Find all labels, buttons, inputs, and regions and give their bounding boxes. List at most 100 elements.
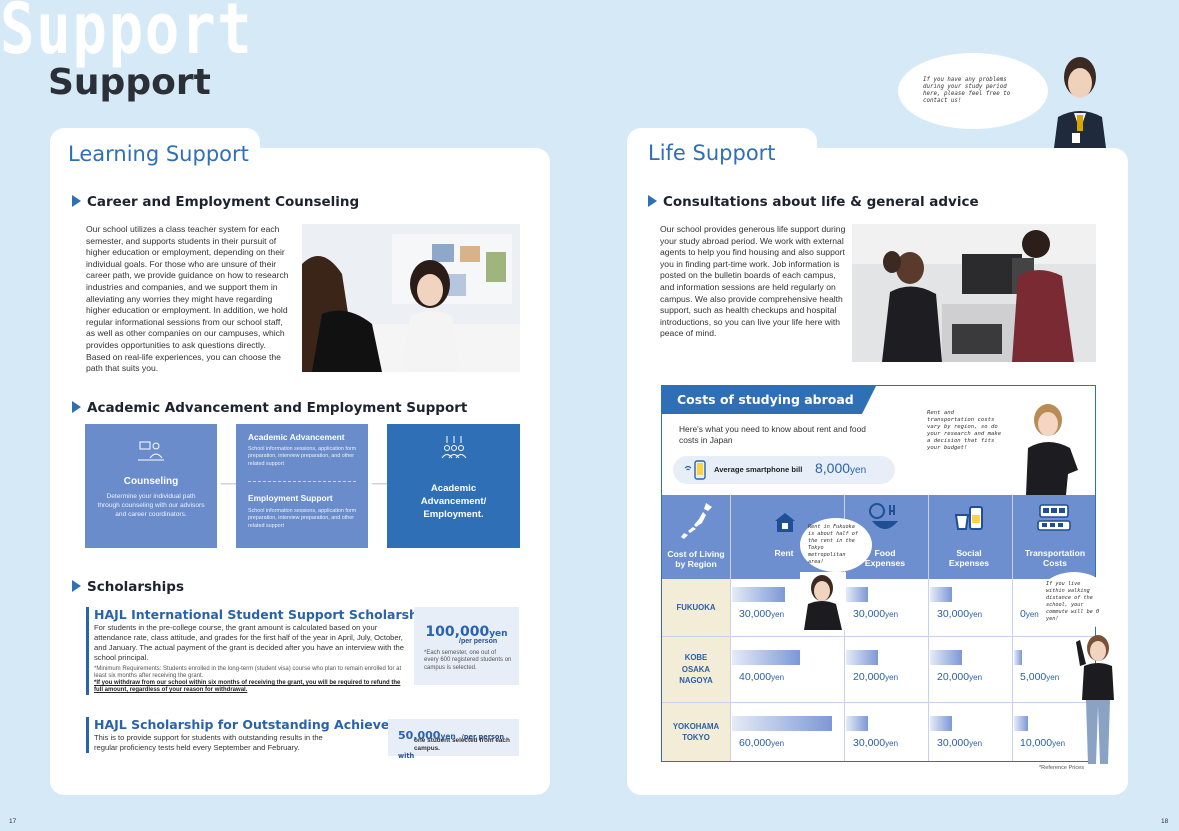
life-support-photo — [852, 224, 1096, 362]
costs-intro: Here's what you need to know about rent … — [679, 424, 866, 445]
bar-kobe-transport — [1014, 650, 1022, 665]
career-text: Our school utilizes a class teacher syst… — [86, 224, 289, 374]
scholarships-heading: Scholarships — [72, 579, 184, 595]
bar-kobe-social — [930, 650, 962, 665]
price-fukuoka-rent: 30,000yen — [739, 608, 785, 620]
grid-line — [730, 495, 731, 761]
staff-speech-bubble: If you have any problems during your stu… — [898, 53, 1048, 129]
bar-fukuoka-social — [930, 587, 952, 602]
grid-line — [928, 495, 929, 761]
life-text: Our school provides generous life suppor… — [660, 224, 846, 339]
scholarship-2-title: HAJL Scholarship for Outstanding Achieve… — [94, 717, 404, 732]
divider — [248, 481, 356, 482]
region-fukuoka: FUKUOKA — [662, 579, 730, 636]
house-icon — [775, 513, 795, 532]
scholarship-2-per: /per person with — [398, 733, 505, 760]
bar-fukuoka-food — [846, 587, 868, 602]
cost-grid-header: Cost of Living by Region Rent Food Expen… — [662, 495, 1095, 579]
region-tip-bubble: Rent and transportation costs vary by re… — [910, 402, 1020, 460]
scholarship-1-title: HAJL International Student Support Schol… — [94, 607, 432, 622]
career-heading: Career and Employment Counseling — [72, 194, 359, 210]
price-kobe-transport: 5,000yen — [1020, 671, 1060, 683]
student-photo-1 — [1018, 400, 1084, 495]
smartphone-bill-unit: yen — [850, 465, 867, 476]
scholarship-2-text: This is to provide support for students … — [94, 733, 323, 752]
region-header: Cost of Living by Region — [667, 549, 725, 569]
price-fukuoka-food: 30,000yen — [853, 608, 899, 620]
train-icon — [1037, 504, 1071, 531]
student-photo-2 — [800, 572, 846, 630]
transport-tip-bubble: If you live within walking distance of t… — [1036, 572, 1112, 632]
scholarship-1-amount: 100,000 — [425, 624, 490, 640]
advancement-title: Academic Advancement — [248, 432, 345, 442]
price-kobe-social: 20,000yen — [937, 671, 983, 683]
bar-yokohama-rent — [732, 716, 832, 731]
life-support-title: Life Support — [648, 141, 776, 165]
col-header-transport: Transportation Costs — [1024, 548, 1086, 568]
reference-prices-note: *Reference Prices — [1039, 765, 1085, 771]
grid-line — [662, 702, 1095, 703]
scholarship-1-bar — [86, 607, 89, 695]
staff-photo — [1048, 45, 1112, 148]
scholarship-2-sub: one student selected from each campus. — [414, 737, 510, 752]
employment-text: School information sessions, application… — [248, 508, 357, 529]
price-fukuoka-social: 30,000yen — [937, 608, 983, 620]
col-header-social: Social Expenses — [948, 548, 990, 568]
advancement-text: School information sessions, application… — [248, 446, 357, 467]
page-number-left: 17 — [9, 818, 17, 825]
scholarship-1-text: For students in the pre-college course, … — [94, 623, 404, 662]
region-kobe-osaka-nagoya: KOBE OSAKA NAGOYA — [662, 637, 730, 702]
price-fukuoka-transport: 0yen — [1020, 608, 1039, 620]
life-heading: Consultations about life & general advic… — [648, 194, 979, 210]
col-header-rent: Rent — [774, 548, 794, 558]
costs-section: Costs of studying abroad Here's what you… — [661, 385, 1112, 762]
scholarship-2-bar — [86, 717, 89, 753]
bar-yokohama-social — [930, 716, 952, 731]
price-yokohama-food: 30,000yen — [853, 737, 899, 749]
price-yokohama-rent: 60,000yen — [739, 737, 785, 749]
counseling-box: Counseling Determine your individual pat… — [85, 424, 217, 548]
scholarship-2-amount: 50,000 — [398, 729, 441, 742]
price-kobe-rent: 40,000yen — [739, 671, 785, 683]
counseling-title: Counseling — [123, 476, 179, 487]
bar-yokohama-food — [846, 716, 868, 731]
scholarship-2-amount-box: 50,000yen /per person with one student s… — [388, 719, 519, 760]
smartphone-bill-label: Average smartphone bill — [714, 465, 803, 474]
drinks-icon — [954, 506, 983, 530]
scholarship-1-amount-note: *Each semester, one out of every 600 reg… — [424, 650, 512, 671]
scholarship-1-unit: yen — [489, 629, 508, 639]
costs-title: Costs of studying abroad — [662, 386, 876, 414]
counseling-icon — [138, 441, 164, 461]
scholarship-1-amount-box: 100,000yen /per person *Each semester, o… — [414, 607, 519, 685]
scholarship-1-note: *Minimum Requirements: Students enrolled… — [94, 666, 402, 680]
region-yokohama-tokyo: YOKOHAMA TOKYO — [662, 703, 730, 761]
price-yokohama-transport: 10,000yen — [1020, 737, 1066, 749]
price-kobe-food: 20,000yen — [853, 671, 899, 683]
rent-tip-bubble: Rent in Fukuoka is about half of the ren… — [800, 518, 872, 572]
page-title: Support — [48, 62, 211, 103]
bar-kobe-rent — [732, 650, 800, 665]
food-bowl-icon — [869, 503, 898, 529]
grid-line — [662, 636, 1095, 637]
price-yokohama-social: 30,000yen — [937, 737, 983, 749]
scholarship-2-unit: yen — [440, 732, 456, 741]
academic-heading: Academic Advancement and Employment Supp… — [72, 400, 467, 416]
counseling-text: Determine your individual path through c… — [97, 493, 205, 518]
learning-support-title: Learning Support — [68, 142, 249, 166]
background-title: Support — [0, 0, 254, 70]
people-advance-icon — [441, 436, 467, 459]
page-number-right: 18 — [1161, 818, 1169, 825]
bar-yokohama-transport — [1014, 716, 1028, 731]
smartphone-icon — [684, 460, 706, 480]
result-text: Academic Advancement/ Employment. — [420, 483, 487, 520]
japan-map-icon — [681, 503, 712, 539]
smartphone-bill-value: 8,000 — [815, 460, 851, 476]
career-counseling-photo — [302, 224, 520, 372]
bar-fukuoka-rent — [732, 587, 785, 602]
grid-line — [1012, 495, 1013, 761]
bar-kobe-food — [846, 650, 878, 665]
student-photo-3 — [1074, 626, 1118, 768]
smartphone-bill-pill: Average smartphone bill 8,000yen — [673, 456, 895, 484]
scholarship-1-per: /per person — [459, 638, 498, 645]
employment-title: Employment Support — [248, 493, 333, 503]
